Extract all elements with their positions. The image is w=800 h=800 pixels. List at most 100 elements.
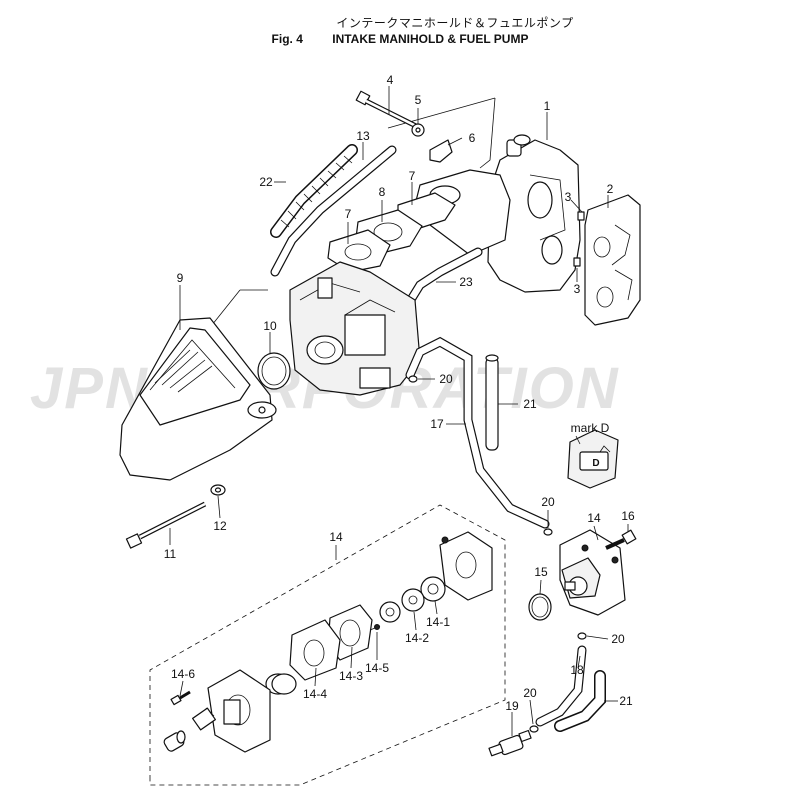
figure-number: Fig. 4 [271, 32, 303, 46]
leader [413, 611, 417, 631]
insulator-port [373, 222, 403, 242]
dowel-pin [577, 211, 585, 221]
callout-14-3: 14-3 [339, 669, 363, 683]
callout-20d: 20 [523, 686, 537, 700]
callout-14-6: 14-6 [171, 667, 195, 681]
callout-12: 12 [213, 519, 227, 533]
callout-14-4: 14-4 [303, 687, 327, 701]
pump-bolt [605, 529, 637, 550]
o-ring [257, 352, 291, 390]
intake-manifold [414, 134, 581, 293]
pump-spring [192, 707, 216, 731]
callout-7b: 7 [345, 207, 352, 221]
diaphragm-lower [379, 601, 401, 623]
valve-plate [420, 576, 446, 602]
callout-14-5: 14-5 [365, 661, 389, 675]
callout-10: 10 [263, 319, 277, 333]
leader [314, 667, 317, 687]
leader [575, 435, 581, 445]
callout-11: 11 [164, 547, 177, 561]
callout-14b: 14 [587, 511, 601, 525]
gasket-port [593, 236, 611, 258]
mark-d-tag [567, 429, 619, 489]
callout-14a: 14 [329, 530, 343, 544]
callout-5: 5 [415, 93, 422, 107]
boundary-line [479, 97, 496, 169]
callout-20c: 20 [611, 632, 625, 646]
leader [179, 680, 184, 697]
callout-23: 23 [459, 275, 473, 289]
fuel-pump-assembly-boundary [149, 504, 506, 786]
pump-plunger [163, 730, 186, 752]
dowel-pin [573, 257, 581, 267]
silencer-bolt [125, 501, 207, 549]
hose-clip [543, 528, 553, 536]
carburetor [289, 261, 421, 396]
callout-19: 19 [505, 699, 519, 713]
callout-4: 4 [387, 73, 394, 87]
body-port [303, 639, 325, 667]
boundary-line [211, 289, 241, 326]
pump-small-bolt [170, 690, 191, 706]
callout-2: 2 [607, 182, 614, 196]
callout-16: 16 [621, 509, 635, 523]
callout-1: 1 [544, 99, 551, 113]
protector-spiral [280, 155, 353, 228]
hose-clip [408, 375, 418, 383]
callout-3b: 3 [574, 282, 581, 296]
washer-hole [214, 487, 222, 493]
leader [217, 495, 221, 519]
callout-14-2: 14-2 [405, 631, 429, 645]
pump-spring-ring [265, 673, 297, 695]
title-english: INTAKE MANIHOLD & FUEL PUMP [332, 32, 529, 46]
air-silencer [119, 317, 277, 481]
o-ring-inner [531, 596, 549, 618]
leader [350, 646, 353, 669]
leader [434, 600, 438, 615]
mark-d-letter: D [592, 458, 599, 469]
leader [539, 579, 542, 595]
hose-clip [529, 725, 539, 733]
mark-d-label: mark D [571, 421, 610, 435]
manifold-bolt [355, 90, 418, 129]
washer-hole [415, 127, 421, 133]
gasket-lower [327, 229, 391, 273]
leader [577, 655, 581, 669]
screw [374, 624, 380, 630]
callout-6: 6 [469, 131, 476, 145]
hose-clip [577, 632, 587, 640]
leader [593, 525, 599, 541]
pump-cover-upper [439, 531, 493, 601]
diaphragm-hole [408, 595, 418, 605]
gasket-port [339, 619, 361, 647]
leader [570, 199, 583, 213]
gasket-outline [611, 224, 633, 301]
leader [529, 699, 534, 725]
gasket-port [344, 243, 372, 261]
callout-18: 18 [570, 663, 584, 677]
callout-15: 15 [534, 565, 548, 579]
fuel-connector [488, 729, 532, 757]
title-english-line: Fig. 4 INTAKE MANIHOLD & FUEL PUMP [0, 32, 800, 46]
fuel-pump [559, 529, 626, 616]
callout-20b: 20 [541, 495, 555, 509]
callout-7a: 7 [409, 169, 416, 183]
callout-9: 9 [177, 271, 184, 285]
hose-end [485, 354, 499, 362]
callout-22: 22 [259, 175, 273, 189]
callout-14-1: 14-1 [426, 615, 450, 629]
diaphragm-upper [401, 588, 425, 612]
valve-plate-hole [427, 583, 439, 595]
o-ring-inner [261, 356, 287, 386]
diaphragm-hole [385, 607, 395, 617]
callout-8: 8 [379, 185, 386, 199]
diagram-title: インテークマニホールド＆フュエルポンプ Fig. 4 INTAKE MANIHO… [0, 14, 800, 46]
leader [586, 635, 609, 640]
callout-17: 17 [430, 417, 444, 431]
leader [447, 137, 463, 146]
title-japanese: インテークマニホールド＆フュエルポンプ [336, 16, 574, 30]
hose-clamp-bracket [429, 139, 453, 163]
pump-body-plate [289, 619, 341, 681]
callout-21a: 21 [523, 397, 537, 411]
